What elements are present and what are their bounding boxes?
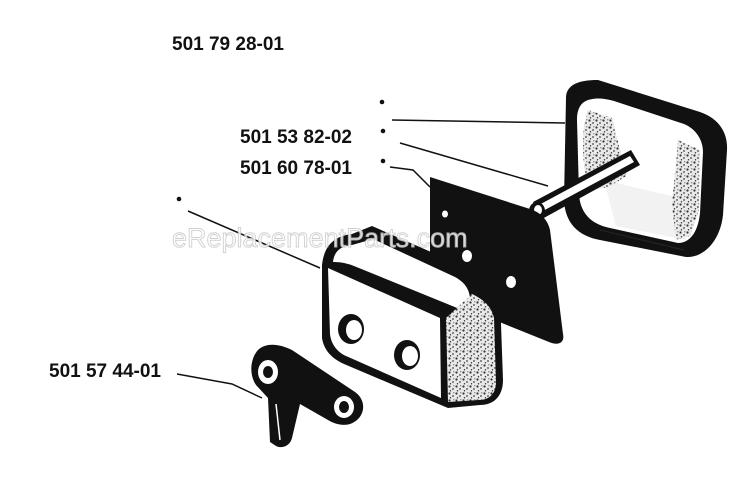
reference-dot-1 xyxy=(379,99,385,105)
leader-line-stud xyxy=(399,142,549,187)
reference-dot-2 xyxy=(380,128,386,134)
filter-element-part xyxy=(322,226,503,408)
part-number-c: 501 57 44-01 xyxy=(49,361,161,382)
filter-cover-part xyxy=(564,80,728,258)
leader-line-cover xyxy=(391,119,566,124)
part-number-a: 501 53 82-02 xyxy=(240,127,352,148)
watermark-text: eReplacementParts.com xyxy=(172,223,468,253)
mounting-bracket-part xyxy=(251,344,364,448)
reference-dot-4 xyxy=(176,196,182,202)
leader-line-gasket xyxy=(389,166,431,188)
part-number-top: 501 79 28-01 xyxy=(172,34,284,55)
reference-dot-3 xyxy=(380,158,386,164)
part-number-b: 501 60 78-01 xyxy=(240,158,352,179)
leader-line-bracket xyxy=(176,373,263,399)
leader-line-filter xyxy=(187,210,321,269)
